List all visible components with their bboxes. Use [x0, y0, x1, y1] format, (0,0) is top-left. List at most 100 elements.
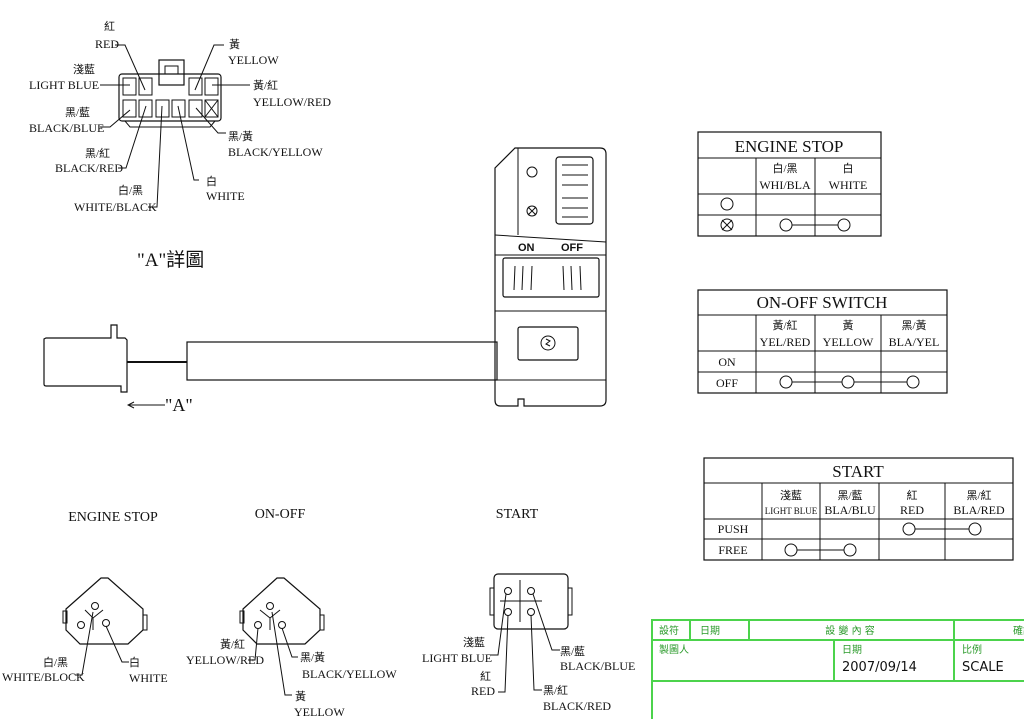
st-col1-en: LIGHT BLUE [765, 506, 818, 516]
pin-whiteblack-en: WHITE/BLACK [74, 200, 157, 214]
on-off-table [697, 289, 948, 394]
cable [186, 341, 498, 381]
start-table [703, 457, 1014, 561]
oo-col3-en: BLA/YEL [889, 335, 940, 349]
pin-blackred-cn: 黑/紅 [85, 147, 110, 160]
start-icon [540, 335, 556, 351]
start-free-connection [784, 543, 857, 557]
stop-icon [526, 205, 538, 217]
tb-h1: 設符 [659, 624, 679, 637]
oo-wire2-cn: 黑/黃 [300, 651, 325, 664]
tb-scale-label: 比例 [962, 643, 982, 656]
conn-engine-stop-title: ENGINE STOP [68, 510, 158, 525]
run-icon [720, 197, 734, 211]
oo-col1-cn: 黃/紅 [772, 319, 797, 332]
start-push-connection [902, 522, 982, 536]
pin-yellow-en: YELLOW [228, 53, 279, 67]
plug [43, 324, 187, 393]
es-wire1-en: WHITE/BLOCK [2, 670, 85, 684]
es-wire1-cn: 白/黑 [43, 655, 68, 669]
oo-wire3-cn: 黃 [295, 690, 306, 703]
pin-red-cn: 紅 [104, 20, 115, 33]
es-col1-en: WHI/BLA [759, 178, 811, 192]
es-col2-cn: 白 [843, 161, 854, 175]
pin-yellow-cn: 黃 [229, 38, 240, 51]
st-col2-cn: 黑/藍 [837, 489, 862, 502]
tb-date-label: 日期 [842, 644, 862, 656]
engine-stop-connection [779, 218, 851, 232]
st-wire1-en: LIGHT BLUE [422, 651, 492, 665]
switch-housing[interactable] [494, 147, 607, 407]
oo-wire1-en: YELLOW/RED [186, 653, 264, 667]
conn-start [489, 573, 573, 693]
pin-white-cn: 白 [206, 174, 217, 188]
off-label: OFF [561, 242, 583, 254]
st-wire3-en: RED [471, 684, 495, 698]
st-row-push: PUSH [718, 522, 749, 536]
tb-h2: 日期 [700, 625, 720, 637]
pin-blackyellow-en: BLACK/YELLOW [228, 145, 323, 159]
st-col2-en: BLA/BLU [824, 503, 876, 517]
oo-col3-cn: 黑/黃 [901, 319, 926, 332]
st-col3-en: RED [900, 503, 924, 517]
engine-stop-table [697, 131, 882, 237]
es-col1-cn: 白/黑 [772, 161, 797, 175]
oo-row-off: OFF [716, 376, 738, 390]
start-title: START [832, 462, 884, 481]
on-off-rocker[interactable] [502, 257, 600, 298]
st-col3-cn: 紅 [907, 489, 918, 502]
pin-blackred-en: BLACK/RED [55, 161, 123, 175]
pin-blackblue-en: BLACK/BLUE [29, 121, 104, 135]
title-block: 設符 日期 設 變 內 容 確認 製圖人 日期 2007/09/14 比例 SC… [651, 619, 1024, 724]
st-col4-cn: 黑/紅 [966, 489, 991, 502]
oo-wire1-cn: 黃/紅 [220, 638, 245, 651]
pin-lightblue-en: LIGHT BLUE [29, 78, 99, 92]
tb-scale-value: SCALE [962, 660, 1004, 675]
stop-icon [720, 218, 734, 232]
on-off-title: ON-OFF SWITCH [757, 293, 888, 312]
st-wire2-en: BLACK/BLUE [560, 659, 635, 673]
tb-h3: 設 變 內 容 [825, 624, 875, 637]
oo-col1-en: YEL/RED [760, 335, 811, 349]
st-wire4-cn: 黑/紅 [543, 684, 568, 697]
oo-col2-en: YELLOW [823, 335, 874, 349]
oo-row-on: ON [718, 355, 736, 369]
detail-title: "A"詳圖 [137, 249, 204, 271]
st-wire3-cn: 紅 [480, 670, 491, 683]
conn-engine-stop [62, 577, 148, 676]
run-icon [526, 166, 538, 178]
pin-blackblue-cn: 黑/藍 [65, 106, 90, 119]
start-button[interactable] [517, 326, 579, 361]
pin-red-en: RED [95, 37, 119, 51]
pin-blackyellow-cn: 黑/黃 [228, 130, 253, 143]
engine-stop-title: ENGINE STOP [735, 137, 844, 156]
es-wire2-en: WHITE [129, 671, 168, 685]
pin-yellowred-cn: 黃/紅 [253, 79, 278, 92]
arrow-a [126, 401, 165, 409]
on-off-connection [779, 375, 920, 389]
oo-wire3-en: YELLOW [294, 705, 345, 719]
tb-date-value: 2007/09/14 [842, 660, 917, 675]
tb-maker-label: 製圖人 [659, 643, 689, 656]
oo-col2-cn: 黃 [843, 319, 854, 332]
pin-whiteblack-cn: 白/黑 [118, 183, 143, 197]
conn-start-title: START [496, 507, 539, 522]
st-col4-en: BLA/RED [953, 503, 1005, 517]
es-wire2-cn: 白 [129, 655, 140, 669]
tb-h4: 確認 [1013, 624, 1024, 637]
oo-wire2-en: BLACK/YELLOW [302, 667, 397, 681]
conn-on-off [239, 577, 325, 696]
pin-lightblue-cn: 淺藍 [73, 63, 95, 76]
st-wire4-en: BLACK/RED [543, 699, 611, 713]
st-wire1-cn: 淺藍 [463, 636, 485, 649]
arrow-a-label: "A" [165, 395, 193, 415]
st-wire2-cn: 黑/藍 [560, 645, 585, 658]
st-row-free: FREE [718, 543, 747, 557]
pin-white-en: WHITE [206, 189, 245, 203]
es-col2-en: WHITE [829, 178, 868, 192]
conn-on-off-title: ON-OFF [255, 507, 306, 522]
detail-connector [100, 44, 250, 208]
st-col1-cn: 淺藍 [780, 489, 802, 502]
pin-yellowred-en: YELLOW/RED [253, 95, 331, 109]
